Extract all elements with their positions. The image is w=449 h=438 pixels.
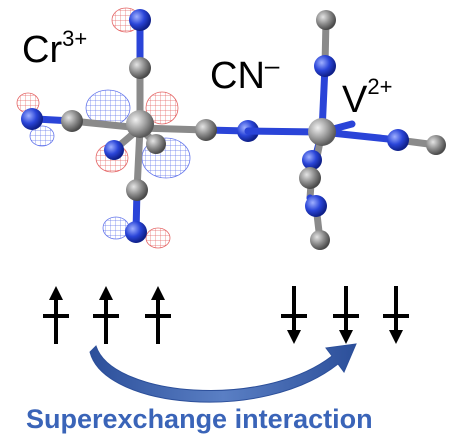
cr-spin-group	[43, 286, 171, 344]
v-ion-label: V2+	[342, 74, 392, 121]
spin-up-arrow-icon	[93, 286, 119, 344]
curved-arrow-icon	[89, 343, 357, 403]
v-center-atom	[308, 118, 336, 146]
spin-down-arrow-icon	[281, 286, 307, 344]
cr-center-atom	[126, 110, 154, 138]
cn-ligand-label: CN–	[210, 50, 280, 97]
cr-ion-label: Cr3+	[22, 26, 87, 71]
v-atoms	[299, 10, 446, 250]
spin-down-arrow-icon	[333, 286, 359, 344]
spin-up-arrow-icon	[43, 286, 69, 344]
spin-down-arrow-icon	[383, 286, 409, 344]
caption: Superexchange interaction	[26, 404, 373, 434]
orbital-lobes	[16, 7, 191, 249]
v-spin-group	[281, 286, 409, 344]
v-complex	[244, 10, 446, 250]
spin-up-arrow-icon	[145, 286, 171, 344]
cr-complex	[16, 7, 259, 249]
